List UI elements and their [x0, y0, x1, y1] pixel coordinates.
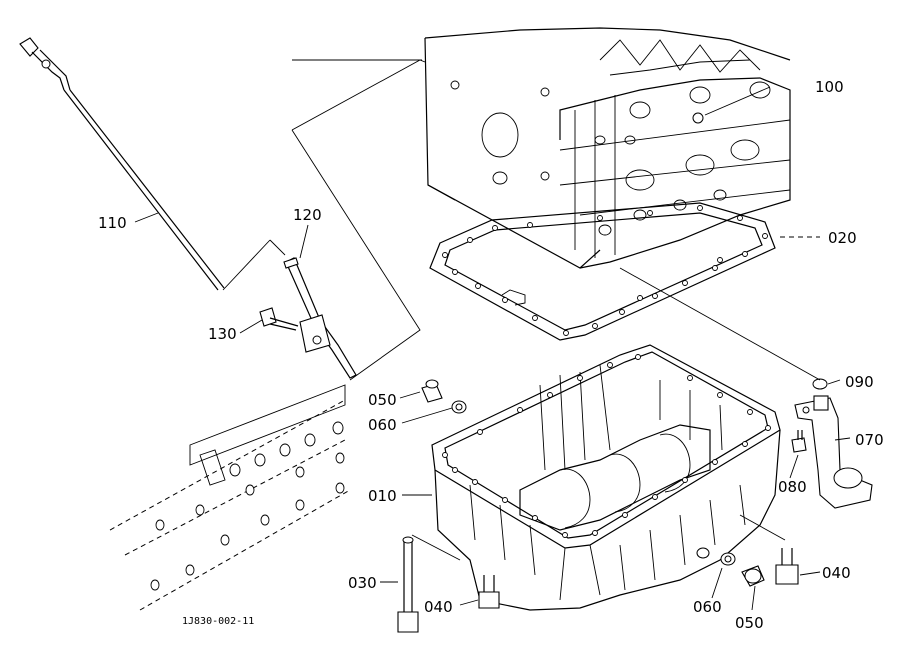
drain-plug-050-lower: [741, 565, 765, 587]
callout-010: 010: [368, 487, 397, 505]
bolt-040-right: [775, 548, 799, 585]
callout-080: 080: [778, 478, 807, 496]
washer-060-upper: [451, 400, 467, 414]
oil-pan-gasket: [429, 202, 776, 341]
drain-plug-050-upper: [421, 379, 443, 403]
bolt-080: [791, 430, 807, 453]
oil-strainer: [794, 395, 873, 509]
callout-130: 130: [208, 325, 237, 343]
callout-100: 100: [815, 78, 844, 96]
bolt-040-left: [478, 575, 500, 609]
callout-120: 120: [293, 206, 322, 224]
leader-lines: [134, 59, 851, 611]
engine-block: [424, 27, 791, 269]
oil-pan: [431, 344, 781, 611]
callout-040-right: 040: [822, 564, 851, 582]
drawing-code: 1J830-002-11: [182, 616, 254, 627]
callout-060-upper: 060: [368, 416, 397, 434]
callout-020: 020: [828, 229, 857, 247]
callout-030: 030: [348, 574, 377, 592]
part-100-plug: [692, 112, 704, 124]
bolt-130: [259, 307, 299, 331]
callout-060-lower: 060: [693, 598, 722, 616]
callout-050-lower: 050: [735, 614, 764, 632]
stud-030: [397, 536, 419, 633]
callout-110: 110: [98, 214, 127, 232]
dipstick: [19, 37, 225, 291]
washer-060-lower: [720, 552, 736, 566]
callout-040-left: 040: [424, 598, 453, 616]
callout-090: 090: [845, 373, 874, 391]
callout-050-upper: 050: [368, 391, 397, 409]
callout-070: 070: [855, 431, 884, 449]
dipstick-guide: [283, 257, 357, 379]
frame-bracket: [109, 384, 351, 611]
o-ring-090: [812, 378, 828, 390]
